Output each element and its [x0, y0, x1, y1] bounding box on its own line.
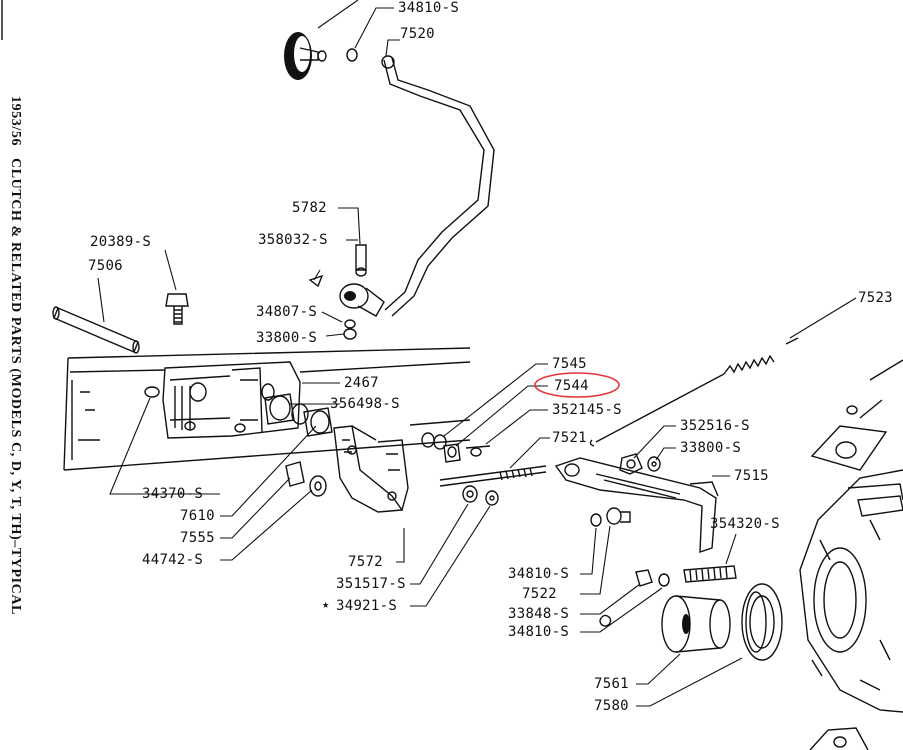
- part-label-7610: 7610: [180, 508, 215, 524]
- highlight-oval-7544: [534, 372, 620, 398]
- part-label-7506: 7506: [88, 258, 123, 274]
- frame-rail-illustration: [63, 347, 471, 471]
- part-label-34810-top: 34810-S: [398, 0, 460, 16]
- page-side-title: 1953/56 CLUTCH & RELATED PARTS (MODELS C…: [0, 96, 23, 750]
- part-label-34370: 34370-S: [142, 486, 204, 502]
- part-label-44742: 44742-S: [142, 552, 204, 568]
- part-label-7580: 7580: [594, 698, 629, 714]
- link-7545-illustration: [421, 432, 491, 463]
- part-label-33848: 33848-S: [508, 606, 570, 622]
- bolt-20389-illustration: [165, 293, 189, 325]
- part-label-20389: 20389-S: [90, 234, 152, 250]
- part-label-33800-left: 33800-S: [256, 330, 318, 346]
- nuts-352516-illustration: [619, 453, 661, 475]
- clutch-housing-illustration: [799, 359, 903, 750]
- part-label-33800-right: 33800-S: [680, 440, 742, 456]
- part-label-356498: 356498-S: [330, 396, 400, 412]
- part-label-2467: 2467: [344, 375, 379, 391]
- bushing-illustration: [264, 393, 333, 437]
- part-label-352145: 352145-S: [552, 402, 622, 418]
- side-title-text: CLUTCH & RELATED PARTS (MODELS C, D, Y, …: [8, 158, 23, 616]
- part-label-34807: 34807-S: [256, 304, 318, 320]
- part-label-7555: 7555: [180, 530, 215, 546]
- stud-354320-illustration: [683, 565, 737, 583]
- part-label-7572: 7572: [348, 554, 383, 570]
- release-bearing-illustration: [661, 583, 783, 661]
- part-label-5782: 5782: [292, 200, 327, 216]
- part-label-352516: 352516-S: [680, 418, 750, 434]
- part-label-7520: 7520: [400, 26, 435, 42]
- part-label-34921: 34921-S: [336, 598, 398, 614]
- part-label-7523: 7523: [858, 290, 893, 306]
- cross-shaft-7506-illustration: [52, 306, 140, 354]
- washers-351517-illustration: [462, 485, 499, 506]
- lever-bracket-7572-illustration: [333, 425, 409, 513]
- part-label-7515: 7515: [734, 468, 769, 484]
- star-marker: ★: [322, 597, 330, 611]
- part-label-34810-bot: 34810-S: [508, 624, 570, 640]
- part-label-7561: 7561: [594, 676, 629, 692]
- part-label-7521: 7521: [552, 430, 587, 446]
- bolt-7555-illustration: [285, 461, 327, 497]
- release-fork-7515-illustration: [554, 457, 719, 553]
- bracket-2467-illustration: [144, 361, 301, 439]
- part-label-354320: 354320-S: [710, 516, 780, 532]
- fork-fasteners-illustration: [590, 507, 670, 627]
- part-label-358032: 358032-S: [258, 232, 328, 248]
- release-rod-7521-illustration: [439, 465, 547, 487]
- part-label-7545: 7545: [552, 356, 587, 372]
- part-label-7522: 7522: [522, 586, 557, 602]
- clutch-pedal-7520-illustration: [284, 32, 495, 340]
- side-title-year: 1953/56: [8, 96, 23, 147]
- leader-lines: [97, 0, 857, 707]
- part-label-34810-mid: 34810-S: [508, 566, 570, 582]
- return-spring-7523-illustration: [589, 337, 799, 447]
- part-label-351517: 351517-S: [336, 576, 406, 592]
- part-label-7544: 7544: [554, 378, 589, 394]
